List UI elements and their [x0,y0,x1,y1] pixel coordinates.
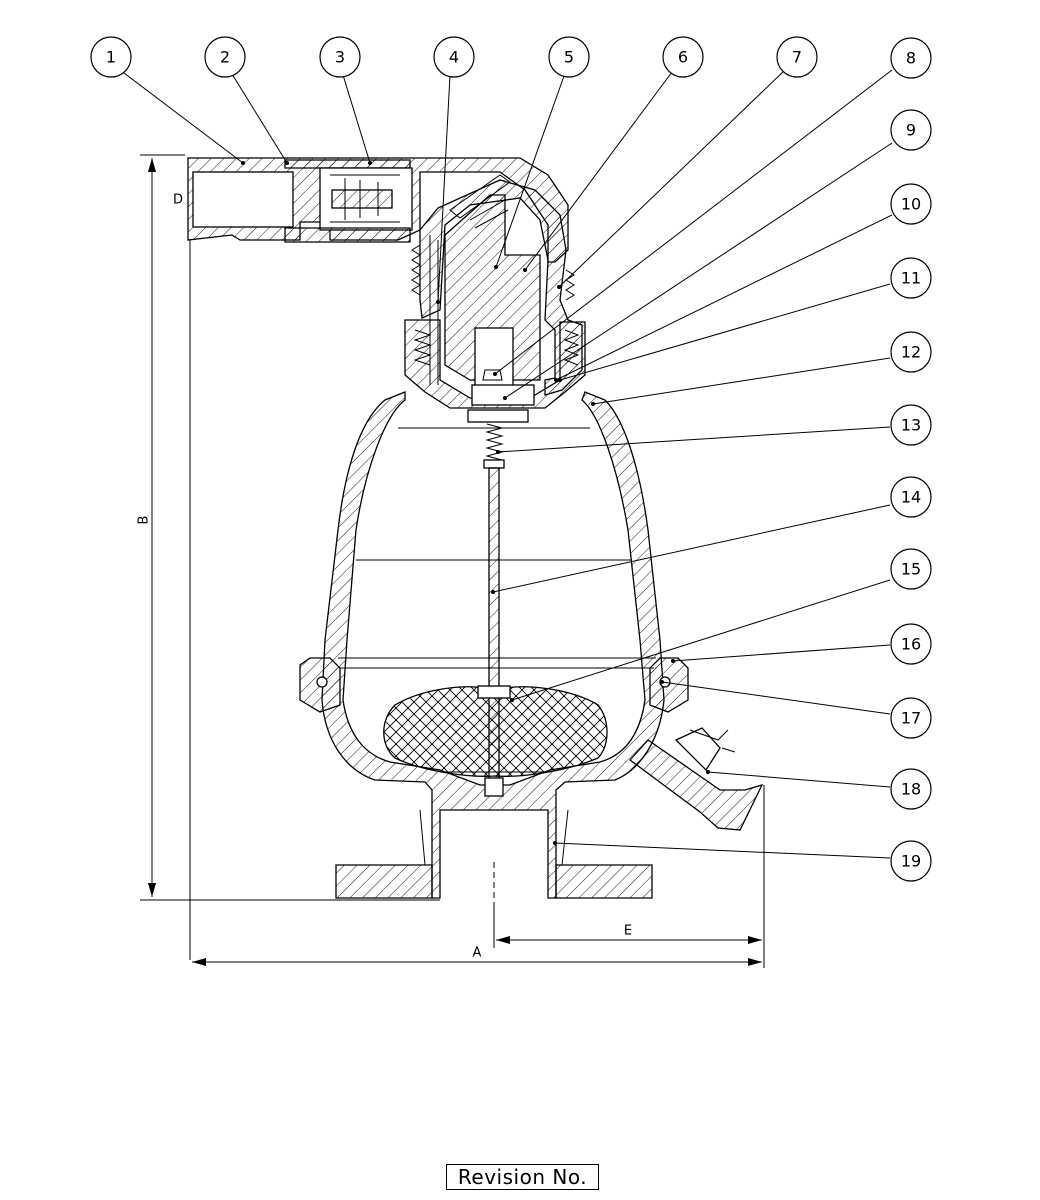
balloon-17: 17 [890,697,932,739]
dimension-e: E [493,785,765,968]
dimension-d-label: D [173,193,183,208]
balloon-18: 18 [890,768,932,810]
balloon-14-label: 14 [901,488,921,507]
leader-lines [119,69,893,859]
balloon-15-label: 15 [901,560,921,579]
vent-mechanism [284,167,413,243]
balloon-2-label: 2 [220,48,230,67]
balloon-13: 13 [890,404,932,446]
main-body [321,391,665,899]
balloon-18-label: 18 [901,780,921,799]
balloon-2: 2 [204,36,246,78]
internal-float [429,174,541,406]
balloon-6: 6 [662,36,704,78]
balloon-7-label: 7 [792,48,802,67]
body-flange-lugs [299,657,689,713]
float-ball [383,685,608,797]
balloon-9-label: 9 [906,121,916,140]
balloon-6-label: 6 [678,48,688,67]
balloon-4-label: 4 [449,48,459,67]
dimension-b: B [137,154,440,901]
dimension-e-label: E [624,924,632,939]
balloon-8-label: 8 [906,49,916,68]
bonnet-ring [404,319,586,409]
balloon-10: 10 [890,183,932,225]
drain-valve [629,727,764,831]
balloon-7: 7 [776,36,818,78]
dimension-d: D [173,193,191,960]
revision-number-box: Revision No. [446,1164,599,1190]
stem-spring [467,409,529,469]
balloon-4: 4 [433,36,475,78]
balloon-5: 5 [548,36,590,78]
balloon-9: 9 [890,109,932,151]
balloon-12-label: 12 [901,343,921,362]
dimension-a: A [192,946,762,966]
balloon-3: 3 [319,36,361,78]
dimension-a-label: A [473,946,482,961]
balloon-1-label: 1 [106,48,116,67]
balloon-1: 1 [90,36,132,78]
balloon-15: 15 [890,548,932,590]
base-flange [335,809,653,905]
balloon-10-label: 10 [901,195,921,214]
balloon-12: 12 [890,331,932,373]
balloon-16-label: 16 [901,635,921,654]
balloon-11-label: 11 [901,269,921,288]
balloon-19-label: 19 [901,852,921,871]
balloon-8: 8 [890,37,932,79]
balloon-3-label: 3 [335,48,345,67]
dimension-b-label: B [137,516,152,525]
balloon-14: 14 [890,476,932,518]
balloon-17-label: 17 [901,709,921,728]
balloon-13-label: 13 [901,416,921,435]
balloon-19: 19 [890,840,932,882]
balloon-11: 11 [890,257,932,299]
balloon-16: 16 [890,623,932,665]
balloon-5-label: 5 [564,48,574,67]
